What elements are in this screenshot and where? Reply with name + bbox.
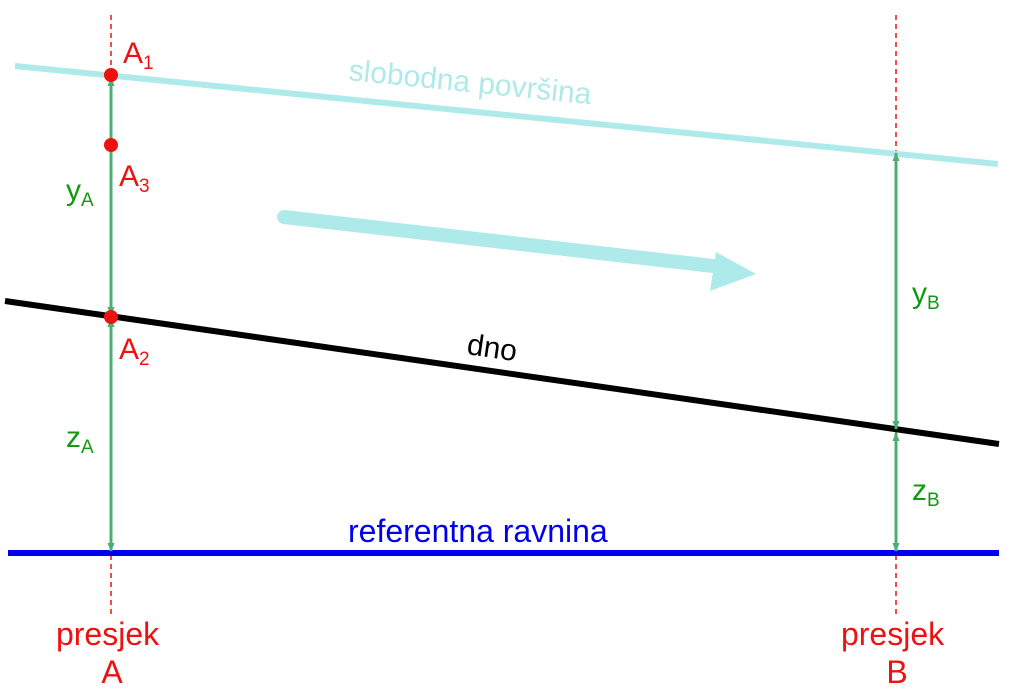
channel-bottom-line [4,298,1000,447]
point-a3-dot [104,138,118,152]
reference-plane-label: referentna ravnina [348,513,608,549]
point-a1-dot [104,68,118,82]
free-surface-line [14,63,999,167]
yb-label: yB [912,277,940,314]
point-a1-label: A1 [123,37,154,74]
flow-direction-arrow [277,210,756,291]
section-b-label: presjek B [841,616,953,690]
point-a2-dot [104,310,118,324]
point-a3-label: A3 [119,160,150,197]
bottom-label: dno [465,328,519,368]
section-a-label: presjek A [56,616,168,690]
za-label: zA [66,421,94,458]
zb-label: zB [912,474,940,511]
ya-label: yA [66,174,94,211]
point-a2-label: A2 [119,333,150,370]
